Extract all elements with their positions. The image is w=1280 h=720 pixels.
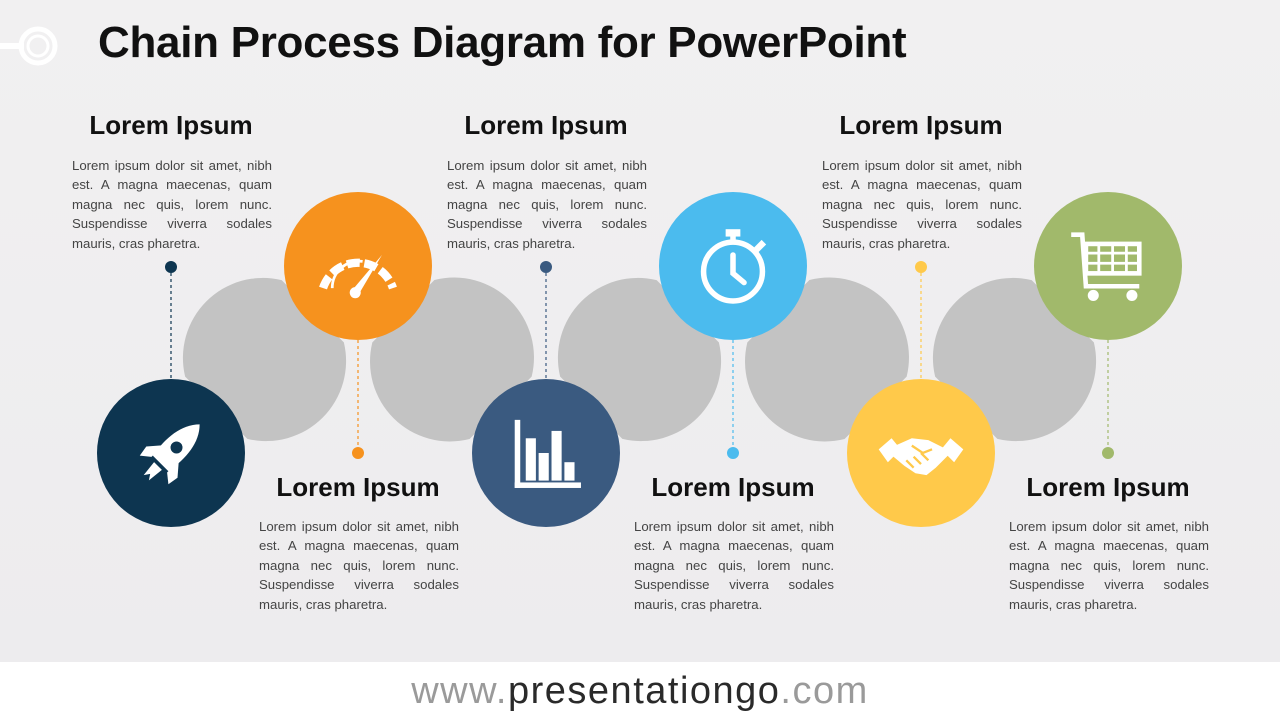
footer-prefix: www. <box>411 670 508 712</box>
step-4-body: Lorem ipsum dolor sit amet, nibh est. A … <box>634 519 834 612</box>
handshake-icon <box>878 438 964 476</box>
footer-brand: presentationgo <box>508 670 781 712</box>
step-5-circle <box>847 379 995 527</box>
step-1-circle <box>97 379 245 527</box>
step-3-circle <box>472 379 620 527</box>
step-6-heading: Lorem Ipsum <box>1026 472 1190 502</box>
rocket-icon <box>139 424 200 485</box>
stopwatch-icon <box>700 229 767 304</box>
logo-icon <box>0 26 58 66</box>
step-5-heading: Lorem Ipsum <box>839 110 1003 140</box>
step-3-heading: Lorem Ipsum <box>464 110 628 140</box>
step-6-body: Lorem ipsum dolor sit amet, nibh est. A … <box>1009 519 1209 612</box>
step-4-dot <box>727 447 739 459</box>
step-5-dot <box>915 261 927 273</box>
step-2-circle <box>284 192 432 340</box>
step-6-dot <box>1102 447 1114 459</box>
step-1-dot <box>165 261 177 273</box>
page-title: Chain Process Diagram for PowerPoint <box>98 18 907 67</box>
step-2-dot <box>352 447 364 459</box>
step-5-body: Lorem ipsum dolor sit amet, nibh est. A … <box>822 158 1022 251</box>
step-3-body: Lorem ipsum dolor sit amet, nibh est. A … <box>447 158 647 251</box>
step-1-heading: Lorem Ipsum <box>89 110 253 140</box>
footer-url: www.presentationgo.com <box>0 662 1280 720</box>
step-3-dot <box>540 261 552 273</box>
bar-chart-icon <box>514 419 581 488</box>
slide: Chain Process Diagram for PowerPoint <box>0 0 1280 662</box>
footer-suffix: .com <box>780 670 869 712</box>
step-4-heading: Lorem Ipsum <box>651 472 815 502</box>
speedometer-icon <box>319 254 397 299</box>
step-1-body: Lorem ipsum dolor sit amet, nibh est. A … <box>72 158 272 251</box>
step-4-circle <box>659 192 807 340</box>
step-6-circle <box>1034 192 1182 340</box>
step-2-body: Lorem ipsum dolor sit amet, nibh est. A … <box>259 519 459 612</box>
shopping-cart-icon <box>1071 232 1142 301</box>
step-2-heading: Lorem Ipsum <box>276 472 440 502</box>
